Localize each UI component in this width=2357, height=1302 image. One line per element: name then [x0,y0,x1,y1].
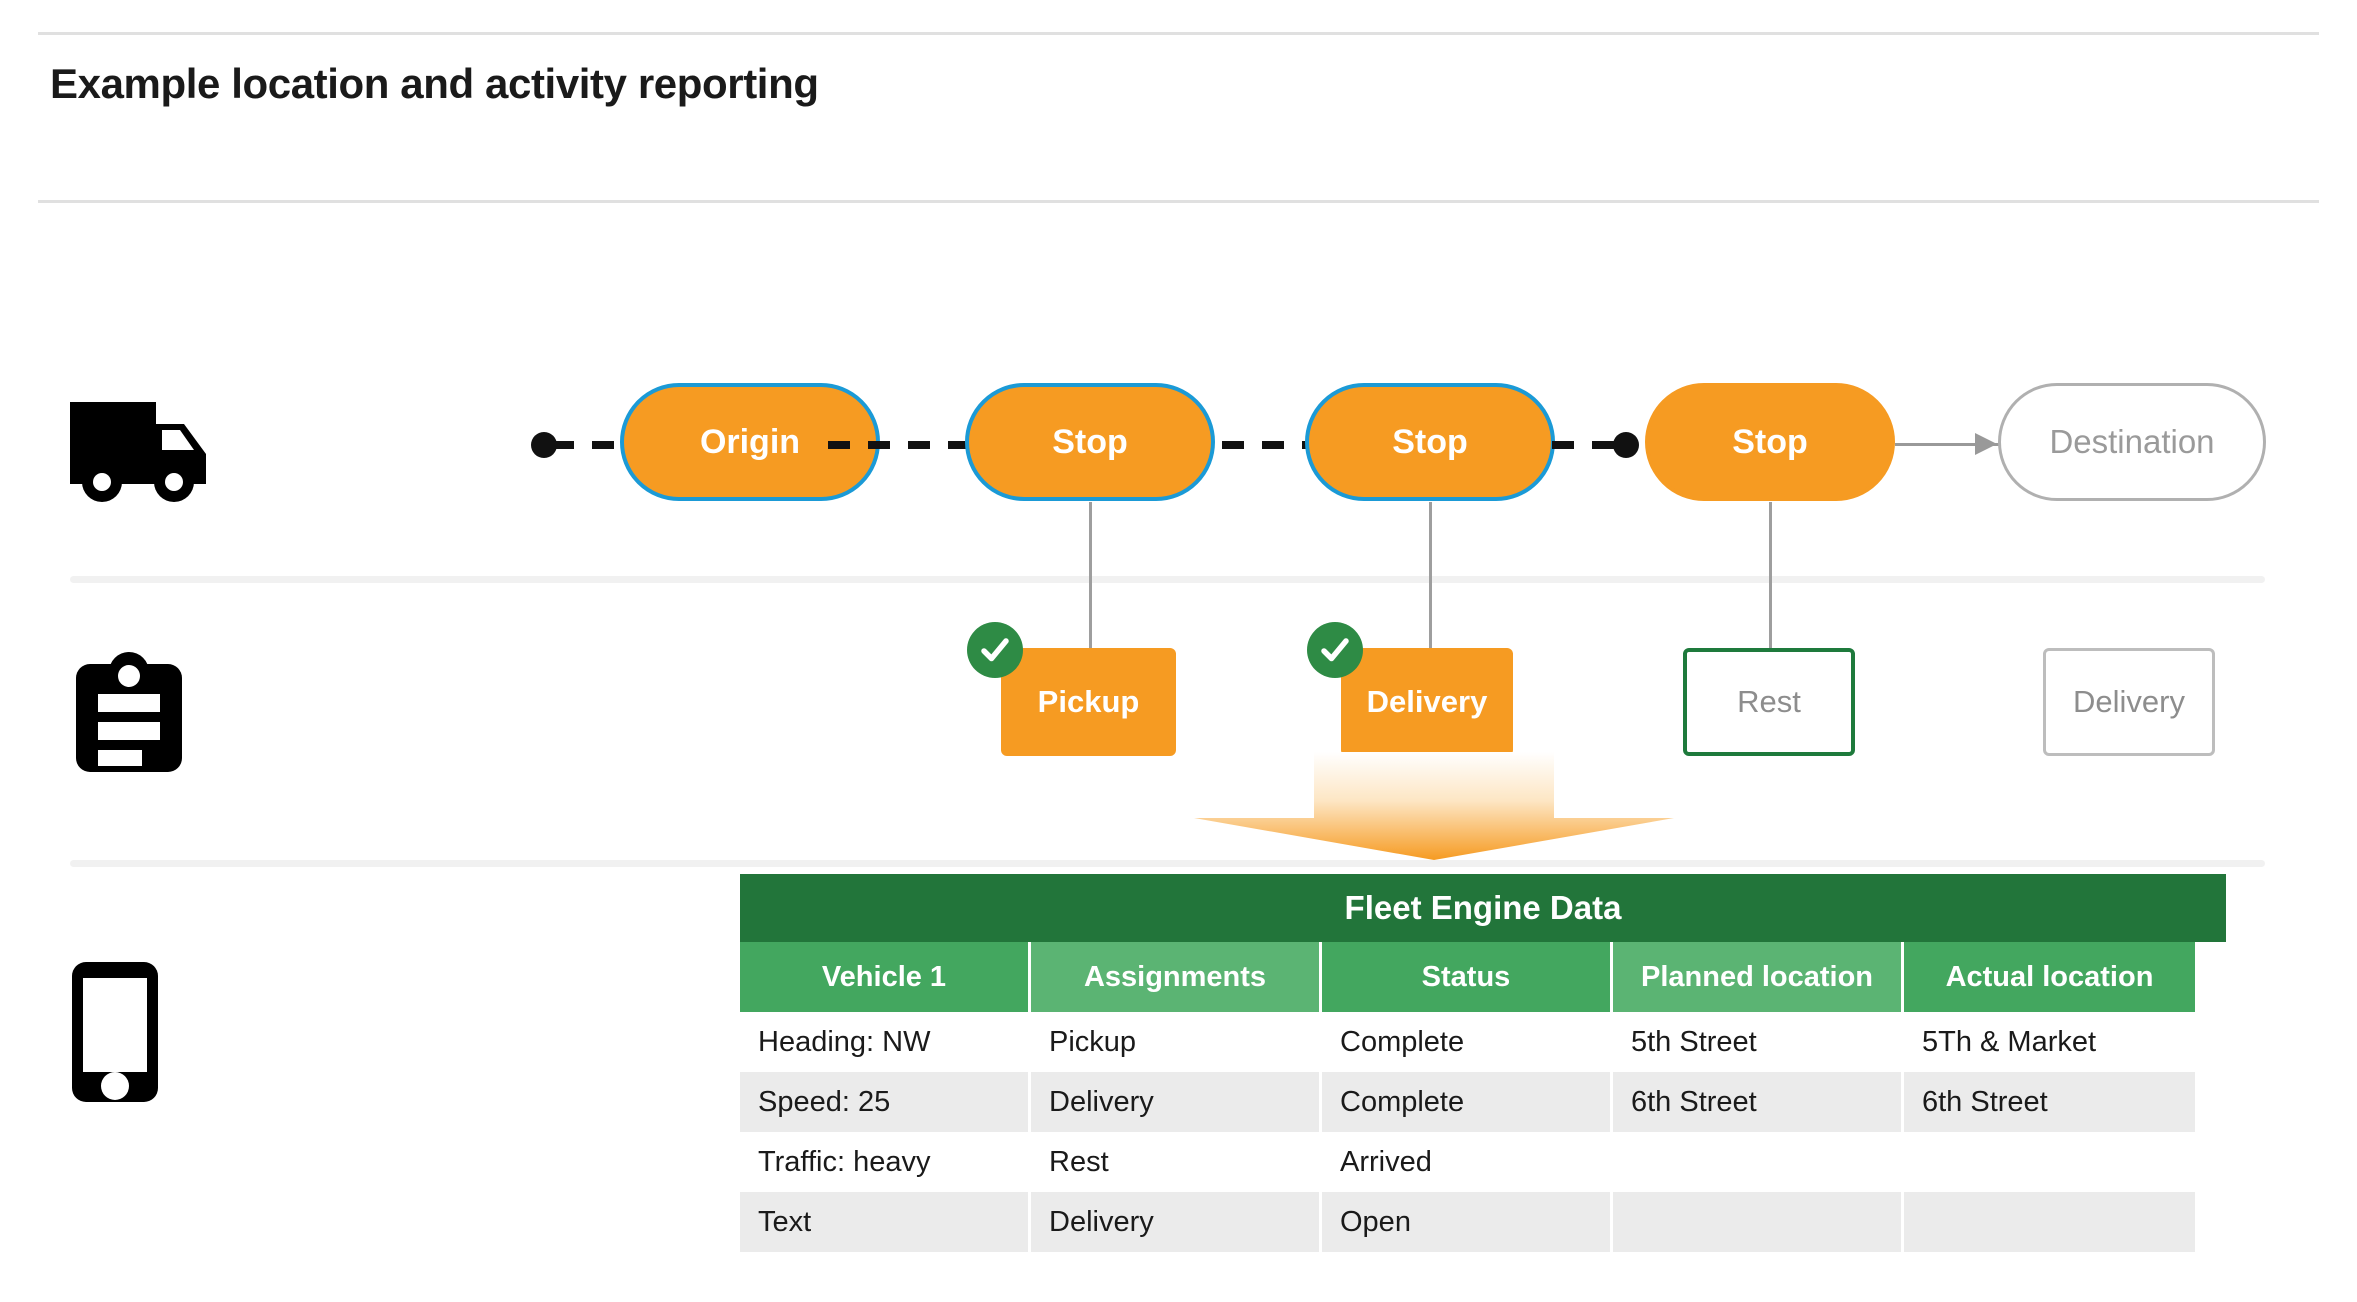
activity-card-label: Delivery [2073,684,2185,719]
table-column-header-planned-location[interactable]: Planned location [1613,942,1904,1012]
table-cell: Open [1322,1192,1613,1252]
table-cell: Rest [1031,1132,1322,1192]
timeline-dash-segment [552,441,624,449]
table-column-header-status[interactable]: Status [1322,942,1613,1012]
activity-card-delivery[interactable]: Delivery [1341,648,1513,756]
timeline-arrow-line [1895,443,2000,446]
timeline-arrow-head-icon [1975,433,1997,455]
activity-card-label: Pickup [1037,684,1140,719]
timeline-node-label: Stop [1732,422,1808,461]
table-cell: 6th Street [1904,1072,2195,1132]
timeline-node-stop-3[interactable]: Stop [1645,383,1895,501]
down-arrow-icon [1174,752,1694,860]
timeline-current-dot [1613,432,1639,458]
table-cell: Pickup [1031,1012,1322,1072]
table-cell: Delivery [1031,1192,1322,1252]
table-column-header-actual-location[interactable]: Actual location [1904,942,2195,1012]
timeline-start-dot [531,432,557,458]
table-cell: 5Th & Market [1904,1012,2195,1072]
timeline-node-destination[interactable]: Destination [1998,383,2266,501]
activity-card-delivery-pending[interactable]: Delivery [2043,648,2215,756]
table-cell [1904,1132,2195,1192]
fleet-engine-data-table: Fleet Engine Data Vehicle 1 Assignments … [740,874,2226,1252]
table-row: Text Delivery Open [740,1192,2195,1252]
header-rule [38,200,2319,203]
table-cell: 6th Street [1613,1072,1904,1132]
table-header-row: Vehicle 1 Assignments Status Planned loc… [740,942,2195,1012]
activity-card-rest[interactable]: Rest [1683,648,1855,756]
page-title: Example location and activity reporting [50,60,819,107]
table-cell: Speed: 25 [740,1072,1031,1132]
timeline-node-stop-2[interactable]: Stop [1305,383,1555,501]
table-row: Traffic: heavy Rest Arrived [740,1132,2195,1192]
activity-card-label: Delivery [1366,684,1488,719]
timeline-node-stop-1[interactable]: Stop [965,383,1215,501]
timeline-node-label: Stop [1052,422,1128,461]
row-divider-activity-device [70,860,2265,867]
activity-card-label: Rest [1737,684,1801,719]
table-title: Fleet Engine Data [740,874,2226,942]
table-row: Heading: NW Pickup Complete 5th Street 5… [740,1012,2195,1072]
truck-icon [70,398,220,513]
table-cell: Arrived [1322,1132,1613,1192]
table-column-header-assignments[interactable]: Assignments [1031,942,1322,1012]
table-cell [1904,1192,2195,1252]
timeline-node-origin[interactable]: Origin [620,383,880,501]
timeline-node-label: Destination [2049,423,2215,460]
table-cell: Heading: NW [740,1012,1031,1072]
check-icon [967,622,1023,678]
table-cell [1613,1132,1904,1192]
table-cell [1613,1192,1904,1252]
phone-icon [68,958,170,1111]
table-cell: Text [740,1192,1031,1252]
table-cell: Traffic: heavy [740,1132,1031,1192]
clipboard-icon [68,650,190,783]
table-cell: Delivery [1031,1072,1322,1132]
table-row: Speed: 25 Delivery Complete 6th Street 6… [740,1072,2195,1132]
row-divider-vehicle-activity [70,576,2265,583]
activity-card-pickup[interactable]: Pickup [1001,648,1176,756]
check-icon [1307,622,1363,678]
top-rule [38,32,2319,35]
table-column-header-vehicle[interactable]: Vehicle 1 [740,942,1031,1012]
timeline-dash-segment [1552,441,1638,449]
timeline-node-label: Origin [699,422,801,461]
table-cell: Complete [1322,1072,1613,1132]
table-cell: 5th Street [1613,1012,1904,1072]
timeline-node-label: Stop [1392,422,1468,461]
table-cell: Complete [1322,1012,1613,1072]
